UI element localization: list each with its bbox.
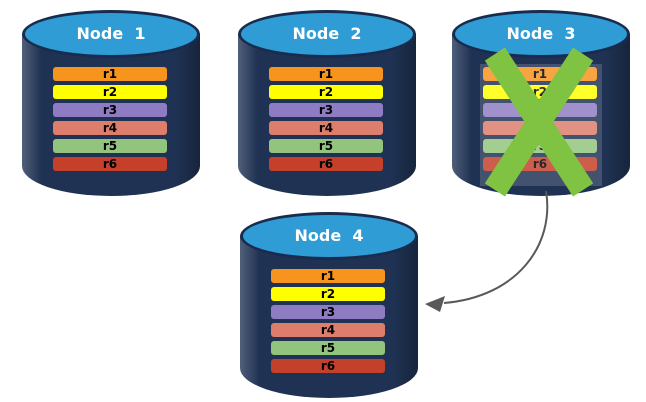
node-label: Node 3 — [506, 24, 576, 43]
cylinder-top-icon — [452, 10, 630, 58]
partition-bar-r3: r3 — [53, 103, 167, 117]
partition-bar-r3: r3 — [269, 103, 383, 117]
cylinder-top-icon — [240, 212, 418, 260]
partition-bar-r1: r1 — [53, 67, 167, 81]
cylinder-top-icon — [238, 10, 416, 58]
partition-bar-r2: r2 — [53, 85, 167, 99]
partition-bar-r4: r4 — [271, 323, 385, 337]
partition-bar-r1: r1 — [271, 269, 385, 283]
partition-bar-r5: r5 — [269, 139, 383, 153]
partition-bar-r6: r6 — [269, 157, 383, 171]
partition-bar-r1: r1 — [269, 67, 383, 81]
node-label: Node 4 — [294, 226, 364, 245]
partition-bar-r4: r4 — [53, 121, 167, 135]
partition-bar-r3: r3 — [271, 305, 385, 319]
node-1: Node 1 r1 r2 r3 r4 r5 r6 — [22, 10, 200, 196]
node-label: Node 1 — [76, 24, 146, 43]
partition-bar-r2: r2 — [269, 85, 383, 99]
partition-bar-r6: r6 — [53, 157, 167, 171]
failover-arrow-curve — [443, 190, 549, 304]
node-label: Node 2 — [292, 24, 362, 43]
failure-x-icon — [484, 47, 594, 197]
cylinder-top-icon — [22, 10, 200, 58]
cylinder-body — [452, 34, 630, 196]
partition-bar-r2: r2 — [271, 287, 385, 301]
node-2: Node 2 r1 r2 r3 r4 r5 r6 — [238, 10, 416, 196]
partition-list: r1 r2 r3 r4 r5 r6 — [269, 67, 383, 175]
partition-bar-r5: r5 — [53, 139, 167, 153]
partition-list: r1 r2 r3 r4 r5 r6 — [53, 67, 167, 175]
partition-bar-r5: r5 — [271, 341, 385, 355]
node-4: Node 4 r1 r2 r3 r4 r5 r6 — [240, 212, 418, 398]
failover-arrow-head-icon — [425, 296, 445, 312]
partition-bar-r4: r4 — [269, 121, 383, 135]
partition-bar-r6: r6 — [271, 359, 385, 373]
partition-list: r1 r2 r3 r4 r5 r6 — [271, 269, 385, 377]
